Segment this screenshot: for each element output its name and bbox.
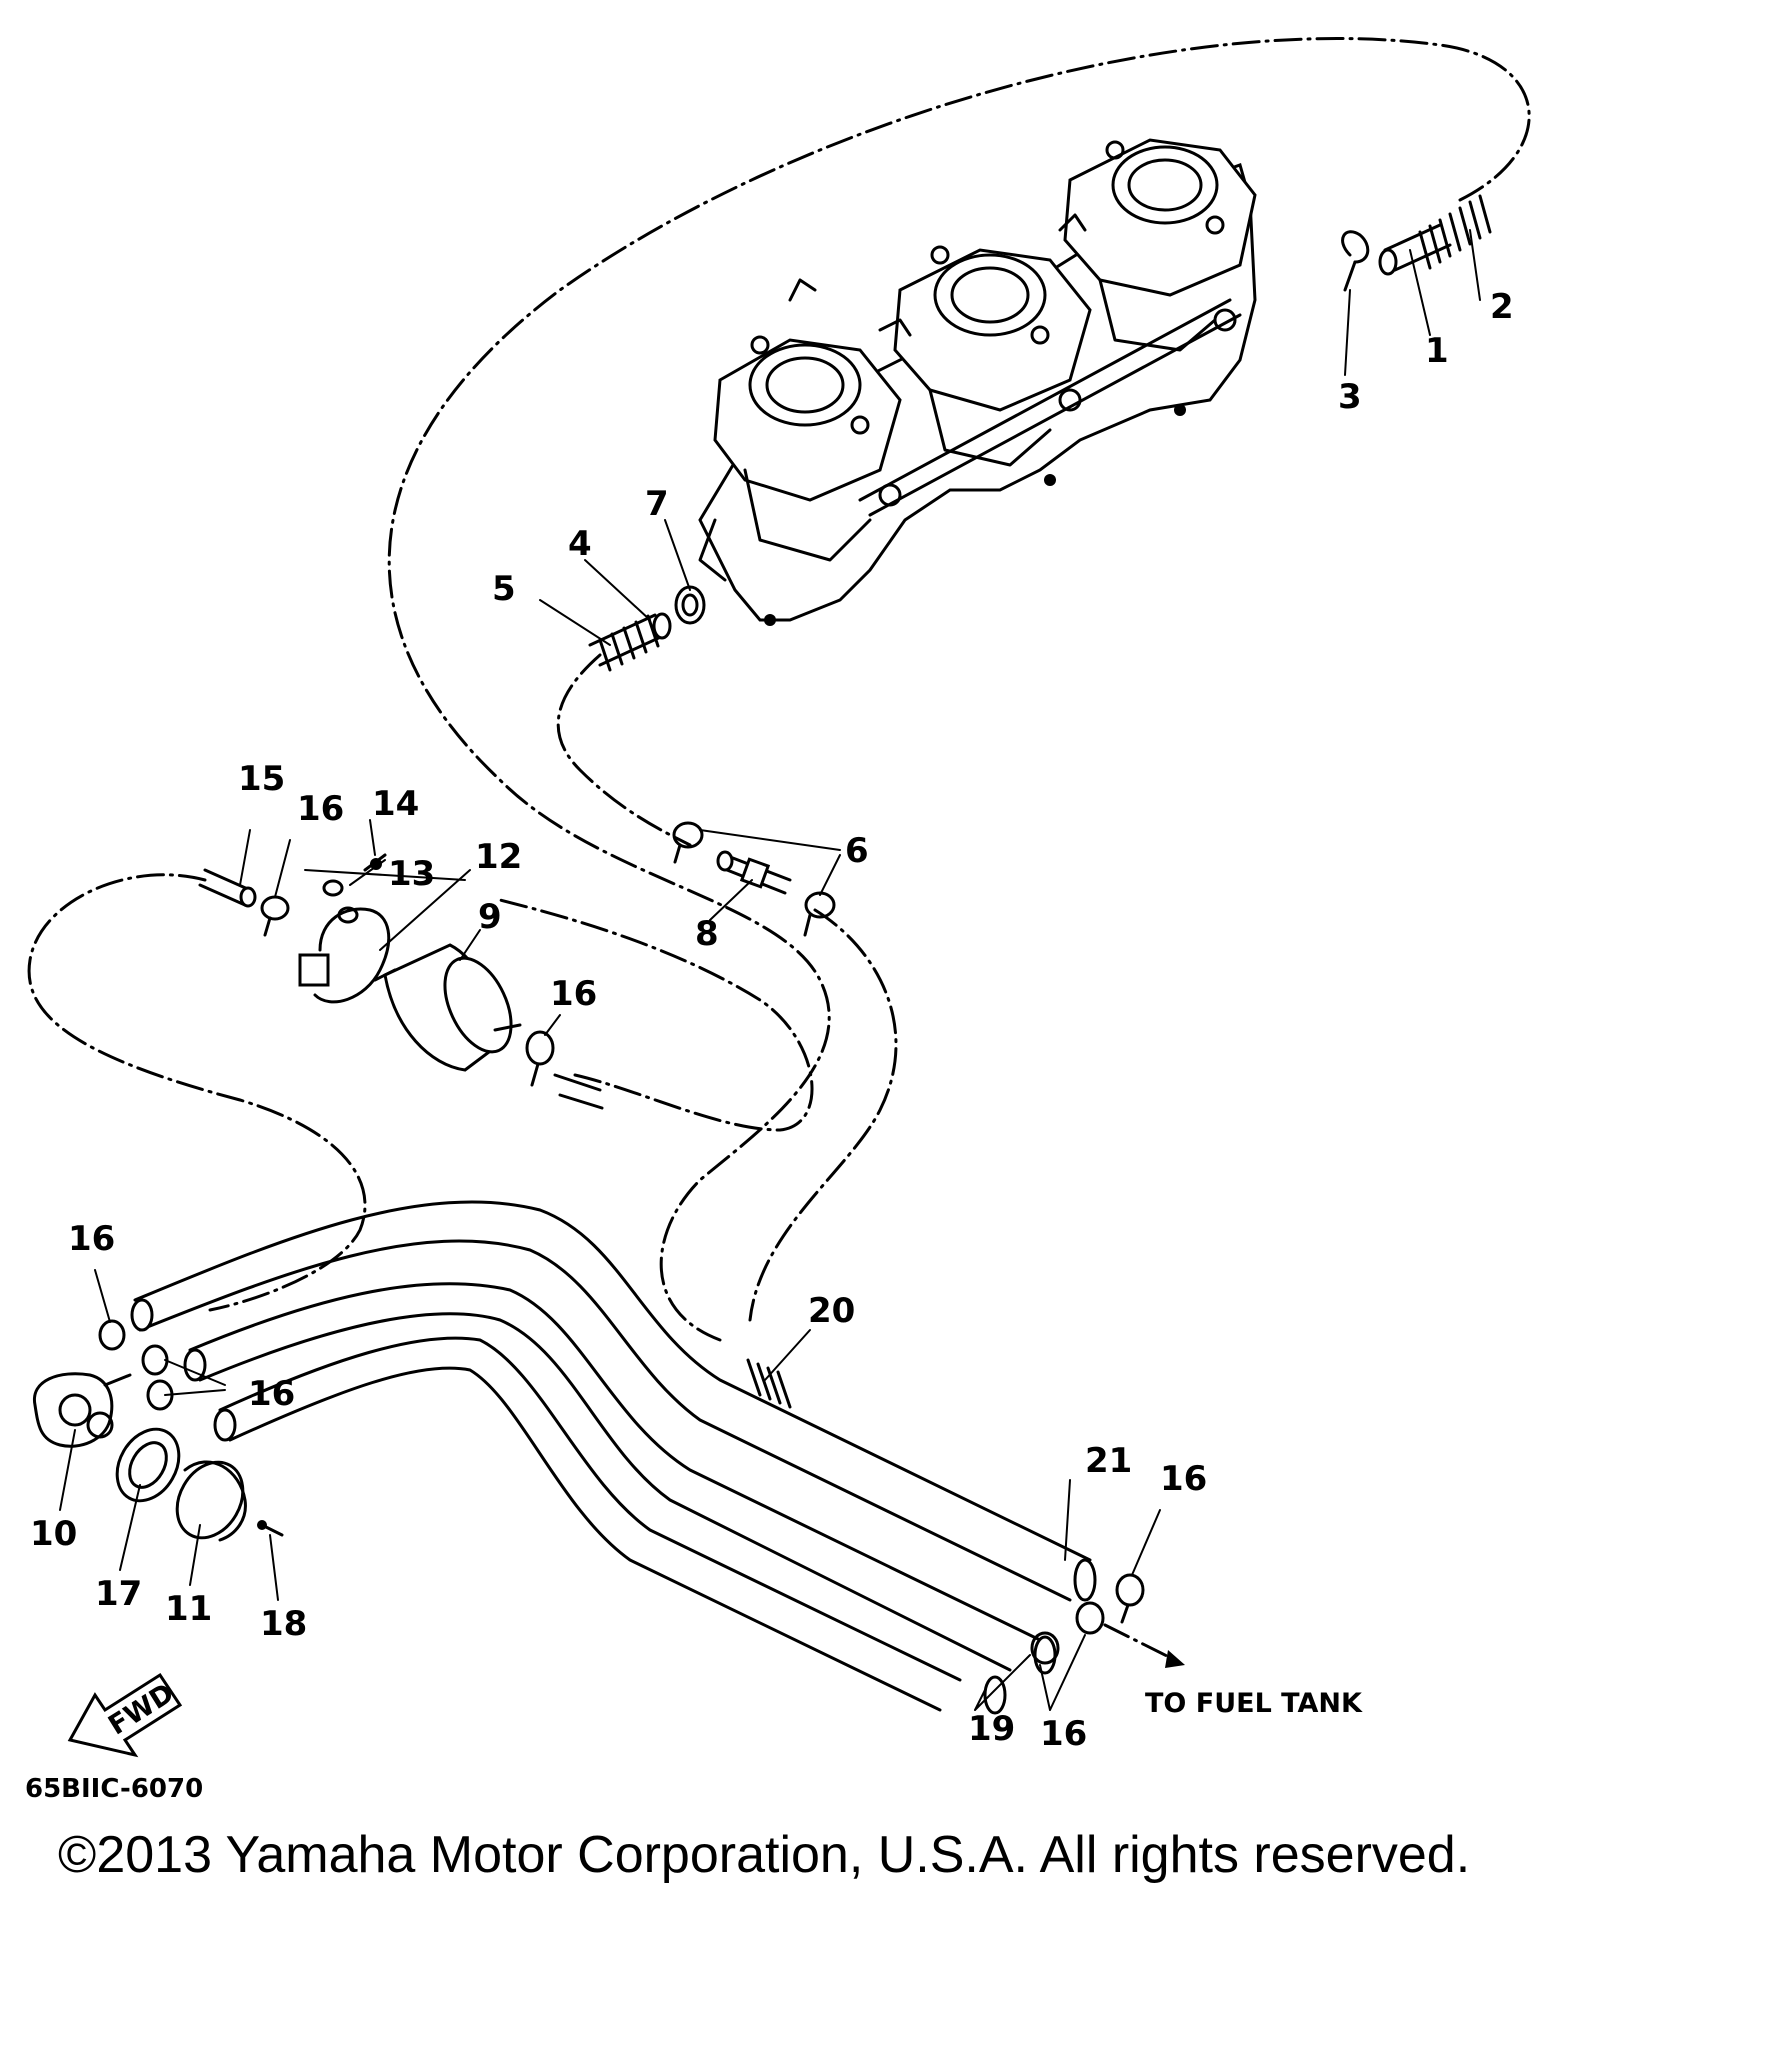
callout-16-d: 16 [248,1374,295,1414]
joint-part-8 [716,850,792,895]
callout-2: 2 [1490,287,1514,327]
clip-part-16-tank-c [1030,1631,1060,1665]
callout-16-f: 16 [1040,1714,1087,1754]
clip-part-7 [674,585,706,625]
spring-part-2 [1418,194,1492,270]
clip-part-16-hose [260,895,290,937]
filter-outlet-tube [553,1073,604,1110]
filter-hose-loop [498,898,814,1132]
leader-lines [59,229,1481,1711]
callout-9: 9 [478,897,502,937]
callout-20: 20 [808,1291,855,1331]
seal-part-17 [115,1427,181,1503]
callout-16-b: 16 [550,974,597,1014]
callout-15: 15 [238,759,285,799]
fwd-arrow-icon [67,1672,183,1758]
clip-part-6-a [672,821,704,864]
to-fuel-tank-label: TO FUEL TANK [1145,1688,1363,1719]
fuel-cock-part-10 [33,1372,132,1448]
callout-8: 8 [695,914,719,954]
fuel-hose-carb [556,653,692,847]
callout-7: 7 [645,484,669,524]
callout-18: 18 [260,1604,307,1644]
callout-19: 19 [968,1709,1015,1749]
return-hose-loop [387,37,1531,1342]
callout-5: 5 [492,569,516,609]
clip-part-3 [1341,230,1370,292]
filter-bracket-part-12 [298,907,391,1004]
screw-part-18 [257,1520,284,1537]
joint-part-1 [1378,223,1452,276]
clip-part-16-filter [525,1030,555,1087]
to-fuel-tank-arrow [1103,1623,1177,1662]
callout-16-e: 16 [1160,1459,1207,1499]
callout-6: 6 [845,831,869,871]
carburetor-assembly [698,138,1257,626]
spring-part-4 [588,612,672,672]
callout-16: 16 [297,789,344,829]
callout-10: 10 [30,1514,77,1554]
callout-21: 21 [1085,1441,1132,1481]
callout-16-c: 16 [68,1219,115,1259]
callout-13: 13 [388,854,435,894]
callout-1: 1 [1425,331,1449,371]
callout-4: 4 [568,524,592,564]
copyright-notice: ©2013 Yamaha Motor Corporation, U.S.A. A… [58,1826,1470,1884]
clip-part-16-cock-b [141,1344,169,1376]
screw-part-14 [363,853,387,872]
fuel-tubes [130,1200,1097,1715]
callout-14: 14 [372,784,419,824]
callout-12: 12 [475,837,522,877]
knob-part-11 [175,1460,247,1542]
clip-part-16-tank-b [1075,1601,1105,1635]
clip-part-16-cock-a [98,1319,126,1351]
callout-3: 3 [1338,377,1362,417]
clip-part-16-tank-a [1115,1573,1145,1624]
fuel-hose-lower [748,908,898,1322]
diagram-code: 65BIIC-6070 [25,1774,203,1804]
callout-17: 17 [95,1574,142,1614]
bolt-part-13 [322,879,359,924]
filter-inlet-hose [27,873,367,1312]
fuel-filter-part-9 [373,943,522,1072]
callout-11: 11 [165,1589,212,1629]
spring-part-20 [746,1358,792,1409]
hose-part-15 [198,868,257,908]
to-fuel-tank-arrowhead [1165,1650,1185,1668]
